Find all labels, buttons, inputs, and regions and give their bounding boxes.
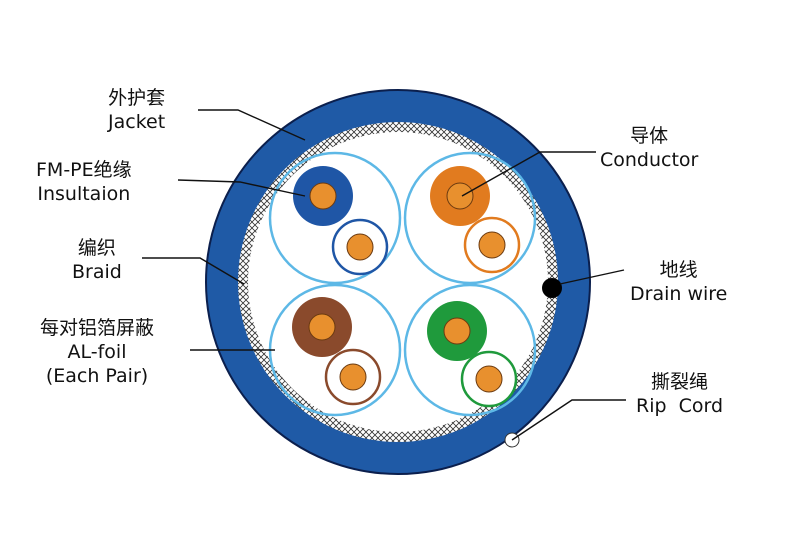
label-foil: 每对铝箔屏蔽 AL-foil (Each Pair) [40,316,154,388]
label-conductor-zh: 导体 [630,125,669,147]
conductor-blue-1 [309,182,337,210]
label-rip-cord: 撕裂绳 Rip Cord [636,370,723,418]
label-jacket: 外护套 Jacket [108,86,165,134]
label-braid: 编织 Braid [72,236,122,284]
label-foil-zh: 每对铝箔屏蔽 [40,317,155,339]
leader-braid [142,257,245,285]
leader-insulation [177,179,306,197]
label-conductor-en: Conductor [600,149,699,171]
conductor-orange-2 [478,231,506,259]
conductor-orange-1 [446,182,474,210]
label-drain-wire-zh: 地线 [659,259,698,281]
label-insulation: FM-PE绝缘 Insultaion [36,158,132,206]
label-conductor: 导体 Conductor [600,124,698,172]
label-rip-cord-zh: 撕裂绳 [651,371,709,393]
label-foil-en2: (Each Pair) [45,365,149,387]
label-foil-en: AL-foil [67,341,127,363]
leader-jacket [198,109,306,141]
drain-wire [542,278,562,298]
leader-drain-wire [559,269,625,285]
label-jacket-zh: 外护套 [108,87,166,109]
label-jacket-en: Jacket [108,111,166,133]
label-insulation-en: Insultaion [37,183,131,205]
conductor-green-1 [443,317,471,345]
conductor-green-2 [475,365,503,393]
conductor-blue-2 [346,233,374,261]
leader-rip-cord [511,399,626,441]
foil-pair-orange [403,151,537,285]
label-drain-wire: 地线 Drain wire [630,258,727,306]
label-braid-zh: 编织 [77,237,116,259]
leader-conductor [461,151,596,197]
conductor-brown-1 [308,313,336,341]
conductor-brown-2 [339,363,367,391]
label-braid-en: Braid [72,261,122,283]
label-drain-wire-en: Drain wire [630,283,728,305]
rip-cord [504,432,520,448]
label-rip-cord-en: Rip Cord [636,395,724,417]
foil-pair-green [403,283,537,417]
foil-pair-blue [268,151,402,285]
label-insulation-zh: FM-PE绝缘 [36,159,132,181]
